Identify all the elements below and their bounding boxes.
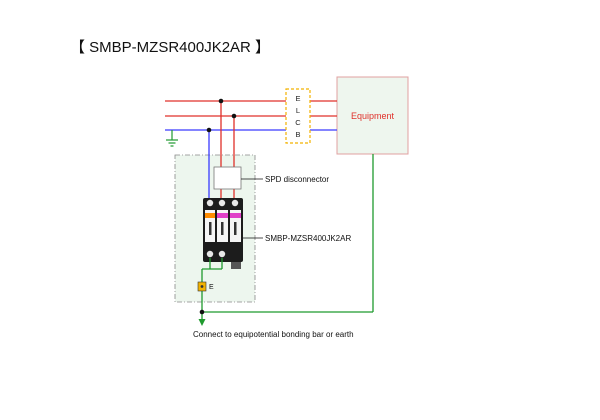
spd-disconnector-label: SPD disconnector <box>265 175 329 184</box>
elcb-box <box>285 88 311 144</box>
junction-dot <box>218 98 224 104</box>
ground-icon <box>166 130 178 147</box>
spd-disconnector-box <box>213 166 242 190</box>
spd-model-label: SMBP-MZSR400JK2AR <box>265 234 351 243</box>
spd-module <box>203 198 243 269</box>
earth-terminal-label: E <box>209 284 214 291</box>
elcb-letter-e: E <box>295 94 300 103</box>
bonding-note: Connect to equipotential bonding bar or … <box>193 330 354 339</box>
page-title: 【 SMBP-MZSR400JK2AR 】 <box>70 39 271 56</box>
elcb-letter-b: B <box>295 130 300 139</box>
elcb-letter-l: L <box>296 106 300 115</box>
junction-dot <box>199 309 205 315</box>
arrow-down-icon <box>198 319 206 326</box>
junction-dot <box>206 127 212 133</box>
earth-terminal-screw <box>200 285 204 288</box>
equipment-label: Equipment <box>351 111 395 121</box>
elcb-letter-c: C <box>295 118 301 127</box>
junction-dot <box>231 113 237 119</box>
